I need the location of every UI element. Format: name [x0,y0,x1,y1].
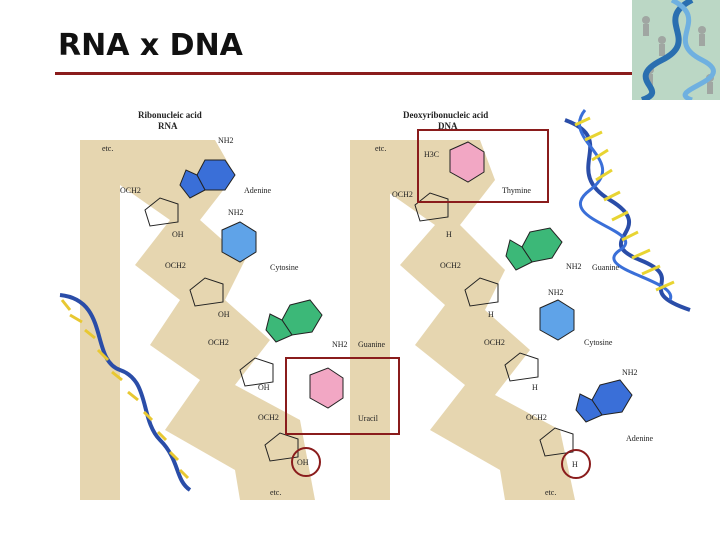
thymine-highlight-box [417,129,549,203]
rna-oh-highlighted: OH [297,458,309,467]
dna-backbone-band [350,140,575,500]
dna-och2-3: OCH2 [484,338,505,347]
rna-abbreviation: RNA [158,121,178,131]
rna-label-guanine: Guanine [358,340,386,349]
dna-abbreviation: DNA [438,121,458,131]
dna-etc-bottom: etc. [545,488,557,497]
dna-label-adenine: Adenine [626,434,654,443]
rna-label-cytosine: Cytosine [270,263,299,272]
rna-och2-1: OCH2 [120,186,141,195]
dna-etc-top: etc. [375,144,387,153]
dna-h-highlight-circle [561,449,591,479]
uracil-highlight-box [285,357,400,435]
rna-header: Ribonucleic acid [138,110,202,120]
dna-label-cytosine: Cytosine [584,338,613,347]
dna-deoxyribose-rings [414,192,574,457]
dna-h-3: H [532,383,538,392]
rna-oh-1: OH [172,230,184,239]
dna-thymine-ring [449,141,485,183]
rna-single-strand-helix [59,293,192,492]
dna-double-helix [564,109,691,312]
dna-och2-1: OCH2 [392,190,413,199]
rna-cytosine-ring [221,221,257,263]
slide-title: RNA x DNA [58,28,243,63]
rna-etc-bottom: etc. [270,488,282,497]
dna-adenine-ring [575,379,633,423]
dna-cytosine-nh2: NH2 [548,288,564,297]
dna-label-guanine: Guanine [592,263,620,272]
dna-h-2: H [488,310,494,319]
dna-helix-corner-image [632,0,720,100]
rna-etc-top: etc. [102,144,114,153]
rna-ribose-rings [144,197,299,462]
rna-adenine-nh2: NH2 [218,136,234,145]
dna-och2-2: OCH2 [440,261,461,270]
dna-thymine-h3c: H3C [424,150,440,159]
rna-cytosine-nh2: NH2 [228,208,244,217]
rna-och2-2: OCH2 [165,261,186,270]
rna-uracil-ring [309,367,344,409]
dna-h-1: H [446,230,452,239]
rna-guanine-ring [265,299,323,343]
dna-header: Deoxyribonucleic acid [403,110,489,120]
rna-och2-3: OCH2 [208,338,229,347]
dna-guanine-ring [505,227,563,271]
rna-oh-2: OH [218,310,230,319]
dna-cytosine-ring [539,299,575,341]
dna-guanine-nh2: NH2 [566,262,582,271]
rna-guanine-nh2: NH2 [332,340,348,349]
rna-oh-highlight-circle [291,447,321,477]
rna-label-adenine: Adenine [244,186,272,195]
rna-oh-3: OH [258,383,270,392]
dna-label-thymine: Thymine [502,186,531,195]
rna-adenine-ring [179,159,236,199]
dna-adenine-nh2: NH2 [622,368,638,377]
rna-och2-4: OCH2 [258,413,279,422]
title-underline [55,72,665,75]
rna-backbone-band [80,140,315,500]
dna-h-highlighted: H [572,460,578,469]
dna-och2-4: OCH2 [526,413,547,422]
rna-label-uracil: Uracil [358,414,378,423]
